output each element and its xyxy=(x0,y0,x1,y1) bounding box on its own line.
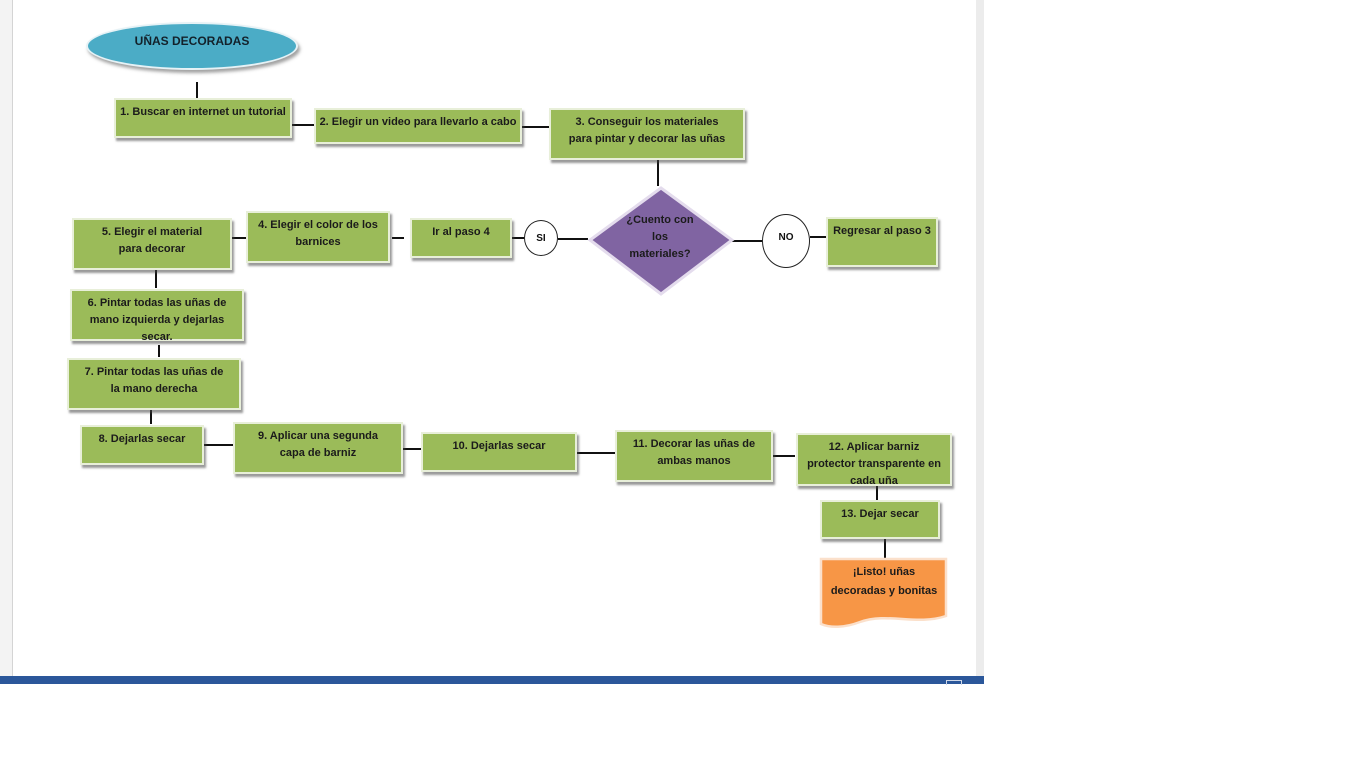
go-to-step-4-label: Ir al paso 4 xyxy=(432,226,490,238)
step-13-label: 13. Dejar secar xyxy=(841,508,919,520)
connector xyxy=(512,237,524,239)
go-to-step-4-box: Ir al paso 4 xyxy=(410,218,512,258)
connector xyxy=(876,486,878,500)
step-12-box: 12. Aplicar barniz protector transparent… xyxy=(796,433,952,487)
connector xyxy=(232,237,246,239)
connector xyxy=(558,238,588,240)
step-3-box: 3. Conseguir los materiales para pintar … xyxy=(549,108,745,160)
step-9-box: 9. Aplicar una segunda capa de barniz xyxy=(233,422,403,474)
connector xyxy=(810,236,826,238)
final-document-shape xyxy=(819,557,948,628)
step-11-label: 11. Decorar las uñas de ambas manos xyxy=(632,438,756,467)
no-label: NO xyxy=(778,231,794,243)
step-10-box: 10. Dejarlas secar xyxy=(421,432,577,472)
vertical-scrollbar[interactable] xyxy=(976,0,984,676)
step-6-label: 6. Pintar todas las uñas de mano izquier… xyxy=(87,297,227,343)
start-oval: UÑAS DECORADAS xyxy=(86,22,298,70)
flowchart: UÑAS DECORADAS 1. Buscar en internet un … xyxy=(67,22,952,628)
connector xyxy=(290,124,314,126)
step-7-label: 7. Pintar todas las uñas de la mano dere… xyxy=(84,366,224,395)
step-2-label: 2. Elegir un video para llevarlo a cabo xyxy=(319,116,517,128)
connector xyxy=(204,444,234,446)
connector xyxy=(577,452,615,454)
step-5-box: 5. Elegir el material para decorar xyxy=(72,218,232,270)
connector xyxy=(403,448,421,450)
connector xyxy=(657,160,659,186)
step-11-box: 11. Decorar las uñas de ambas manos xyxy=(615,430,773,482)
step-6-box: 6. Pintar todas las uñas de mano izquier… xyxy=(70,289,244,343)
step-8-label: 8. Dejarlas secar xyxy=(98,433,186,445)
step-1-box: 1. Buscar en internet un tutorial xyxy=(114,98,292,138)
step-12-label: 12. Aplicar barniz protector transparent… xyxy=(807,441,941,487)
step-4-label: 4. Elegir el color de los barnices xyxy=(258,219,378,248)
step-7-box: 7. Pintar todas las uñas de la mano dere… xyxy=(67,358,241,410)
yes-label: SI xyxy=(536,232,546,244)
connector xyxy=(158,345,160,357)
final-document-fill xyxy=(819,557,948,628)
connector xyxy=(884,539,886,559)
connector xyxy=(522,126,550,128)
flowchart-title: UÑAS DECORADAS xyxy=(134,34,250,48)
decision-diamond-shape xyxy=(587,186,735,296)
step-1-label: 1. Buscar en internet un tutorial xyxy=(120,106,286,118)
step-3-label: 3. Conseguir los materiales para pintar … xyxy=(568,116,726,145)
decision-diamond xyxy=(587,186,735,296)
no-connector-circle: NO xyxy=(762,214,810,268)
connector xyxy=(150,410,152,424)
step-13-box: 13. Dejar secar xyxy=(820,500,940,539)
return-to-step-3-label: Regresar al paso 3 xyxy=(833,225,931,237)
decision-label: ¿Cuento con los materiales? xyxy=(626,214,694,260)
connector xyxy=(392,237,404,239)
step-2-box: 2. Elegir un video para llevarlo a cabo xyxy=(314,108,522,144)
connector xyxy=(732,240,762,242)
step-9-label: 9. Aplicar una segunda capa de barniz xyxy=(257,430,378,459)
connector xyxy=(773,455,795,457)
step-5-label: 5. Elegir el material para decorar xyxy=(101,226,203,255)
status-bar xyxy=(0,676,984,684)
return-to-step-3-box: Regresar al paso 3 xyxy=(826,217,938,267)
connector xyxy=(196,82,198,98)
yes-connector-circle: SI xyxy=(524,220,558,256)
connector xyxy=(155,270,157,288)
final-label: ¡Listo! uñas decoradas y bonitas xyxy=(830,566,938,597)
step-10-label: 10. Dejarlas secar xyxy=(452,440,546,452)
read-mode-icon[interactable] xyxy=(946,680,962,685)
step-8-box: 8. Dejarlas secar xyxy=(80,425,204,465)
step-4-box: 4. Elegir el color de los barnices xyxy=(246,211,390,263)
